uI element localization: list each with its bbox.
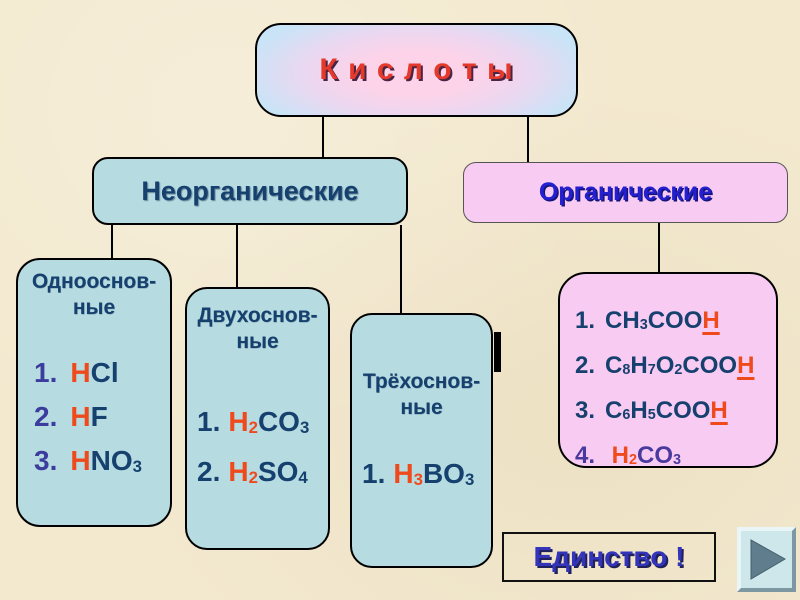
hydrogen-part: H	[70, 445, 91, 476]
branch-inorganic-label: Неорганические	[141, 175, 359, 206]
connector-inorganic-monobasic	[111, 225, 113, 258]
residue-part: F	[90, 401, 108, 432]
organic-acids-box: 1. CH3COOH 2. C8H7O2COOH 3. C6H5COOH 4. H2CO3	[558, 272, 778, 469]
hydrogen-part: H	[70, 401, 91, 432]
acidic-hydrogen: H	[702, 307, 720, 334]
acid-formula-item: 2. HF	[34, 395, 170, 439]
organic-acid-item: 4. H2CO3	[575, 435, 776, 480]
branch-inorganic-box: Неорганические	[92, 157, 408, 225]
acid-formula: HF	[70, 395, 107, 439]
acid-formula: HNO3	[70, 439, 142, 487]
group-header-line: ные	[400, 396, 443, 419]
item-number: 1.	[34, 357, 58, 388]
acid-formula: C6H5COOH	[605, 397, 728, 424]
acid-formula: H3BO3	[393, 451, 474, 501]
connector-title-inorganic	[322, 117, 324, 157]
hydrogen-part: H3	[393, 458, 423, 489]
acid-formula: C8H7O2COOH	[605, 352, 755, 379]
acid-formula: HCl	[70, 351, 118, 395]
connector-inorganic-tribasic	[400, 225, 402, 313]
residue-part: Cl	[90, 357, 119, 388]
acid-formula-item: 1. HCl	[34, 351, 170, 395]
unity-box: Единство !	[502, 532, 716, 582]
acid-formula-item: 3. HNO3	[34, 439, 170, 487]
acid-formula: H2CO3	[228, 399, 309, 449]
item-number: 2.	[34, 401, 58, 432]
item-number: 1.	[362, 458, 386, 489]
acid-formula: CH3COOH	[605, 307, 720, 334]
connector-organic-list	[658, 223, 660, 272]
item-number: 1.	[197, 406, 221, 437]
hydrogen-part: H2	[228, 456, 258, 487]
item-number: 4.	[575, 442, 596, 469]
acid-formula: H2SO4	[228, 449, 307, 499]
slide-title: К и с л о т ы	[319, 53, 514, 86]
item-number: 2.	[575, 352, 596, 379]
next-slide-button[interactable]	[737, 527, 796, 592]
group-tribasic-header: Трёхоснов- ные	[352, 315, 491, 421]
residue-part: BO3	[422, 458, 475, 489]
hydrogen-part: H2	[605, 442, 638, 469]
acidic-hydrogen: H	[737, 352, 755, 379]
organic-acid-item: 1. CH3COOH	[575, 300, 776, 345]
connector-title-organic	[527, 117, 529, 163]
hydrogen-part: H	[70, 357, 91, 388]
item-number: 1.	[575, 307, 596, 334]
shadow-artifact-bar	[494, 332, 501, 372]
title-box: К и с л о т ы	[255, 23, 578, 117]
residue-part: CO3	[637, 442, 682, 469]
group-header-line: Двухоснов-	[197, 304, 318, 327]
group-header-line: Трёхоснов-	[362, 370, 481, 393]
group-tribasic-box: Трёхоснов- ные 1.H3BO3	[350, 313, 493, 568]
acid-formula-item: 1.H2CO3	[197, 399, 328, 449]
item-number: 3.	[575, 397, 596, 424]
hydrogen-part: H2	[228, 406, 258, 437]
residue-part: SO4	[257, 456, 308, 487]
branch-organic-label: Органические	[538, 178, 713, 206]
group-header-line: Однооснов-	[31, 270, 157, 293]
play-triangle-icon	[750, 539, 787, 580]
group-monobasic-header: Однооснов- ные	[18, 260, 170, 321]
acidic-hydrogen: H	[710, 397, 728, 424]
group-header-line: ные	[236, 330, 279, 353]
connector-inorganic-dibasic	[236, 225, 238, 287]
residue-part: NO3	[90, 445, 142, 476]
residue-part: CO3	[257, 406, 310, 437]
item-number: 3.	[34, 445, 58, 476]
organic-acid-item: 3. C6H5COOH	[575, 390, 776, 435]
group-tribasic-items: 1.H3BO3	[362, 451, 491, 501]
branch-organic-box: Органические	[463, 162, 788, 223]
group-dibasic-header: Двухоснов- ные	[187, 289, 328, 355]
group-header-line: ные	[72, 296, 116, 319]
acid-formula-item: 1.H3BO3	[362, 451, 491, 501]
item-number: 2.	[197, 456, 221, 487]
unity-label: Единство !	[533, 541, 685, 572]
acid-formula: H2CO3	[605, 435, 681, 480]
organic-acid-item: 2. C8H7O2COOH	[575, 345, 776, 390]
acid-formula-item: 2.H2SO4	[197, 449, 328, 499]
